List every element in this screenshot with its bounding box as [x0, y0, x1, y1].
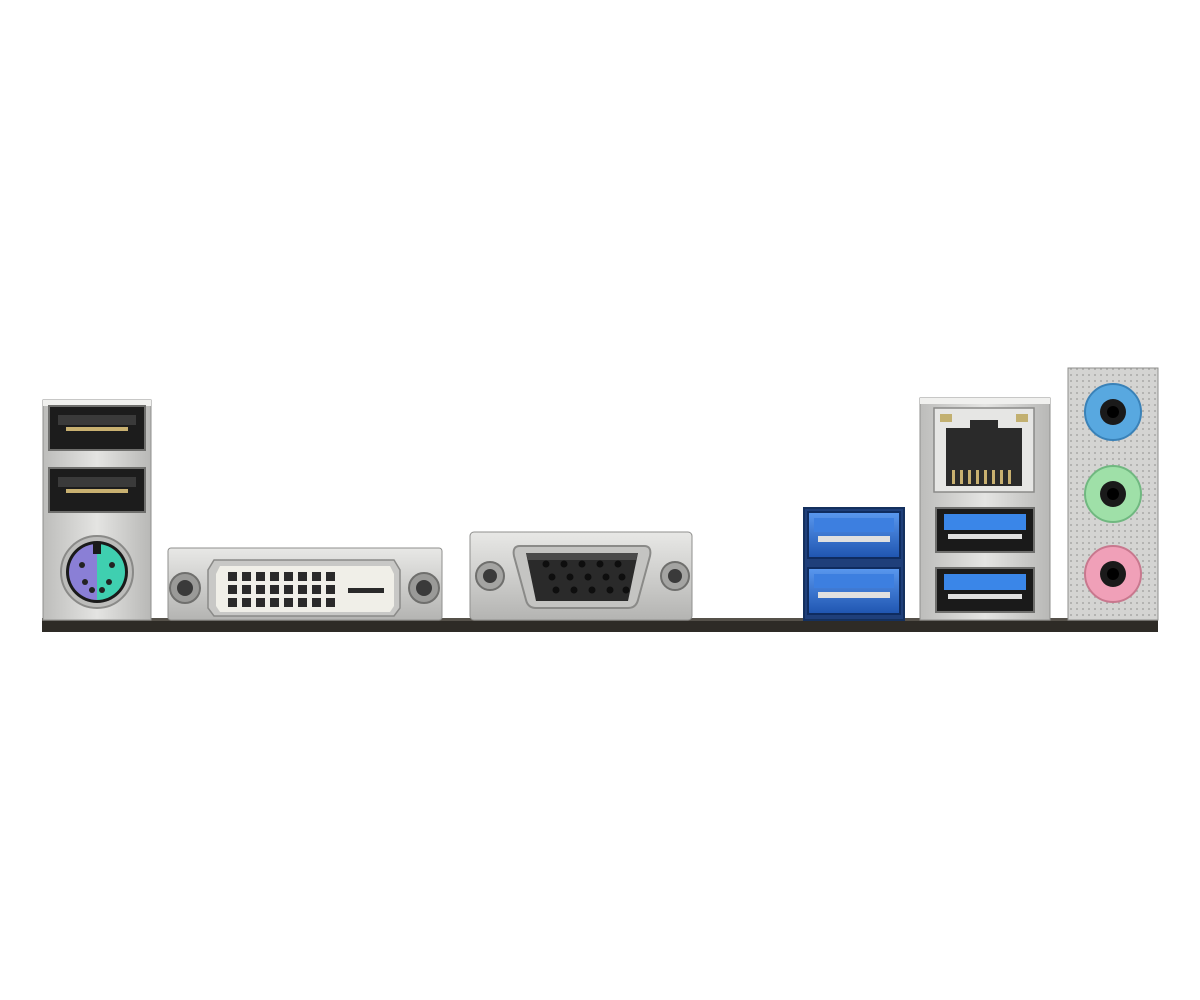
ps2-port-icon[interactable] — [60, 535, 134, 609]
usb-port-icon[interactable] — [48, 467, 146, 513]
pcb-edge — [42, 618, 1158, 632]
usb2-ps2-tower — [42, 399, 152, 621]
usb3-port-icon[interactable] — [807, 511, 901, 559]
audio-jack-icon[interactable] — [1084, 383, 1142, 441]
audio-jack-icon[interactable] — [1084, 545, 1142, 603]
usb3-stack-a — [803, 507, 905, 621]
audio-jack-icon[interactable] — [1084, 465, 1142, 523]
lan-usb3-tower — [919, 397, 1051, 621]
usb3-port-icon[interactable] — [935, 507, 1035, 553]
usb3-port-icon[interactable] — [935, 567, 1035, 613]
audio-tower — [1067, 367, 1159, 621]
usb-port-icon[interactable] — [48, 405, 146, 451]
usb3-port-icon[interactable] — [807, 567, 901, 615]
dvi-port-icon[interactable] — [167, 547, 443, 621]
vga-port-icon[interactable] — [469, 531, 693, 621]
ethernet-port-icon[interactable] — [933, 407, 1035, 493]
